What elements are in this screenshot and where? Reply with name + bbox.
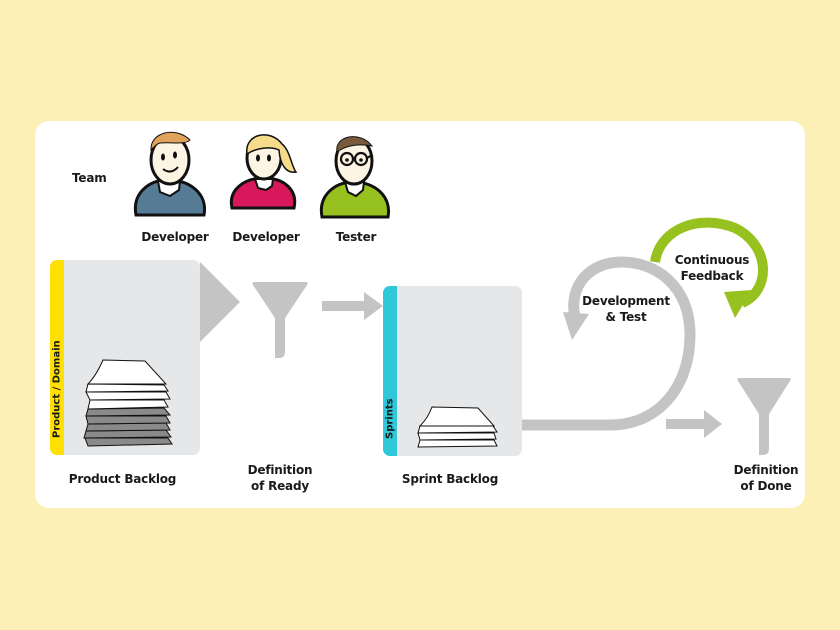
sprint-backlog-box[interactable]: Sprints	[383, 286, 522, 456]
definition-of-done-funnel-icon	[737, 378, 791, 455]
development-loop-arrow-icon	[522, 256, 696, 431]
arrow-to-sprint-icon	[322, 292, 383, 320]
definition-of-done-label: Definition of Done	[733, 463, 799, 493]
team-member-role-2: Developer	[232, 230, 300, 244]
team-member-role-3: Tester	[335, 230, 377, 244]
sprint-backlog-stack-icon	[417, 406, 498, 448]
product-domain-band: Product / Domain	[50, 260, 64, 455]
tester-avatar	[319, 136, 391, 219]
sprint-backlog-label: Sprint Backlog	[401, 472, 499, 486]
team-label: Team	[72, 171, 107, 185]
arrow-to-done-icon	[666, 410, 722, 438]
product-backlog-chevron	[200, 262, 240, 342]
product-backlog-label: Product Backlog	[68, 472, 177, 486]
definition-of-ready-label: Definition of Ready	[247, 463, 313, 493]
team-member-role-1: Developer	[141, 230, 209, 244]
product-backlog-box[interactable]: Product / Domain	[50, 260, 200, 455]
developer-avatar-1	[133, 131, 207, 217]
continuous-feedback-label: Continuous Feedback	[674, 253, 750, 283]
sprints-band: Sprints	[383, 286, 397, 456]
definition-of-ready-funnel-icon	[252, 282, 308, 358]
developer-avatar-2	[229, 134, 298, 210]
continuous-feedback-arrow-icon	[650, 217, 768, 318]
development-test-label: Development & Test	[582, 294, 670, 324]
product-backlog-stack-icon	[83, 359, 173, 447]
